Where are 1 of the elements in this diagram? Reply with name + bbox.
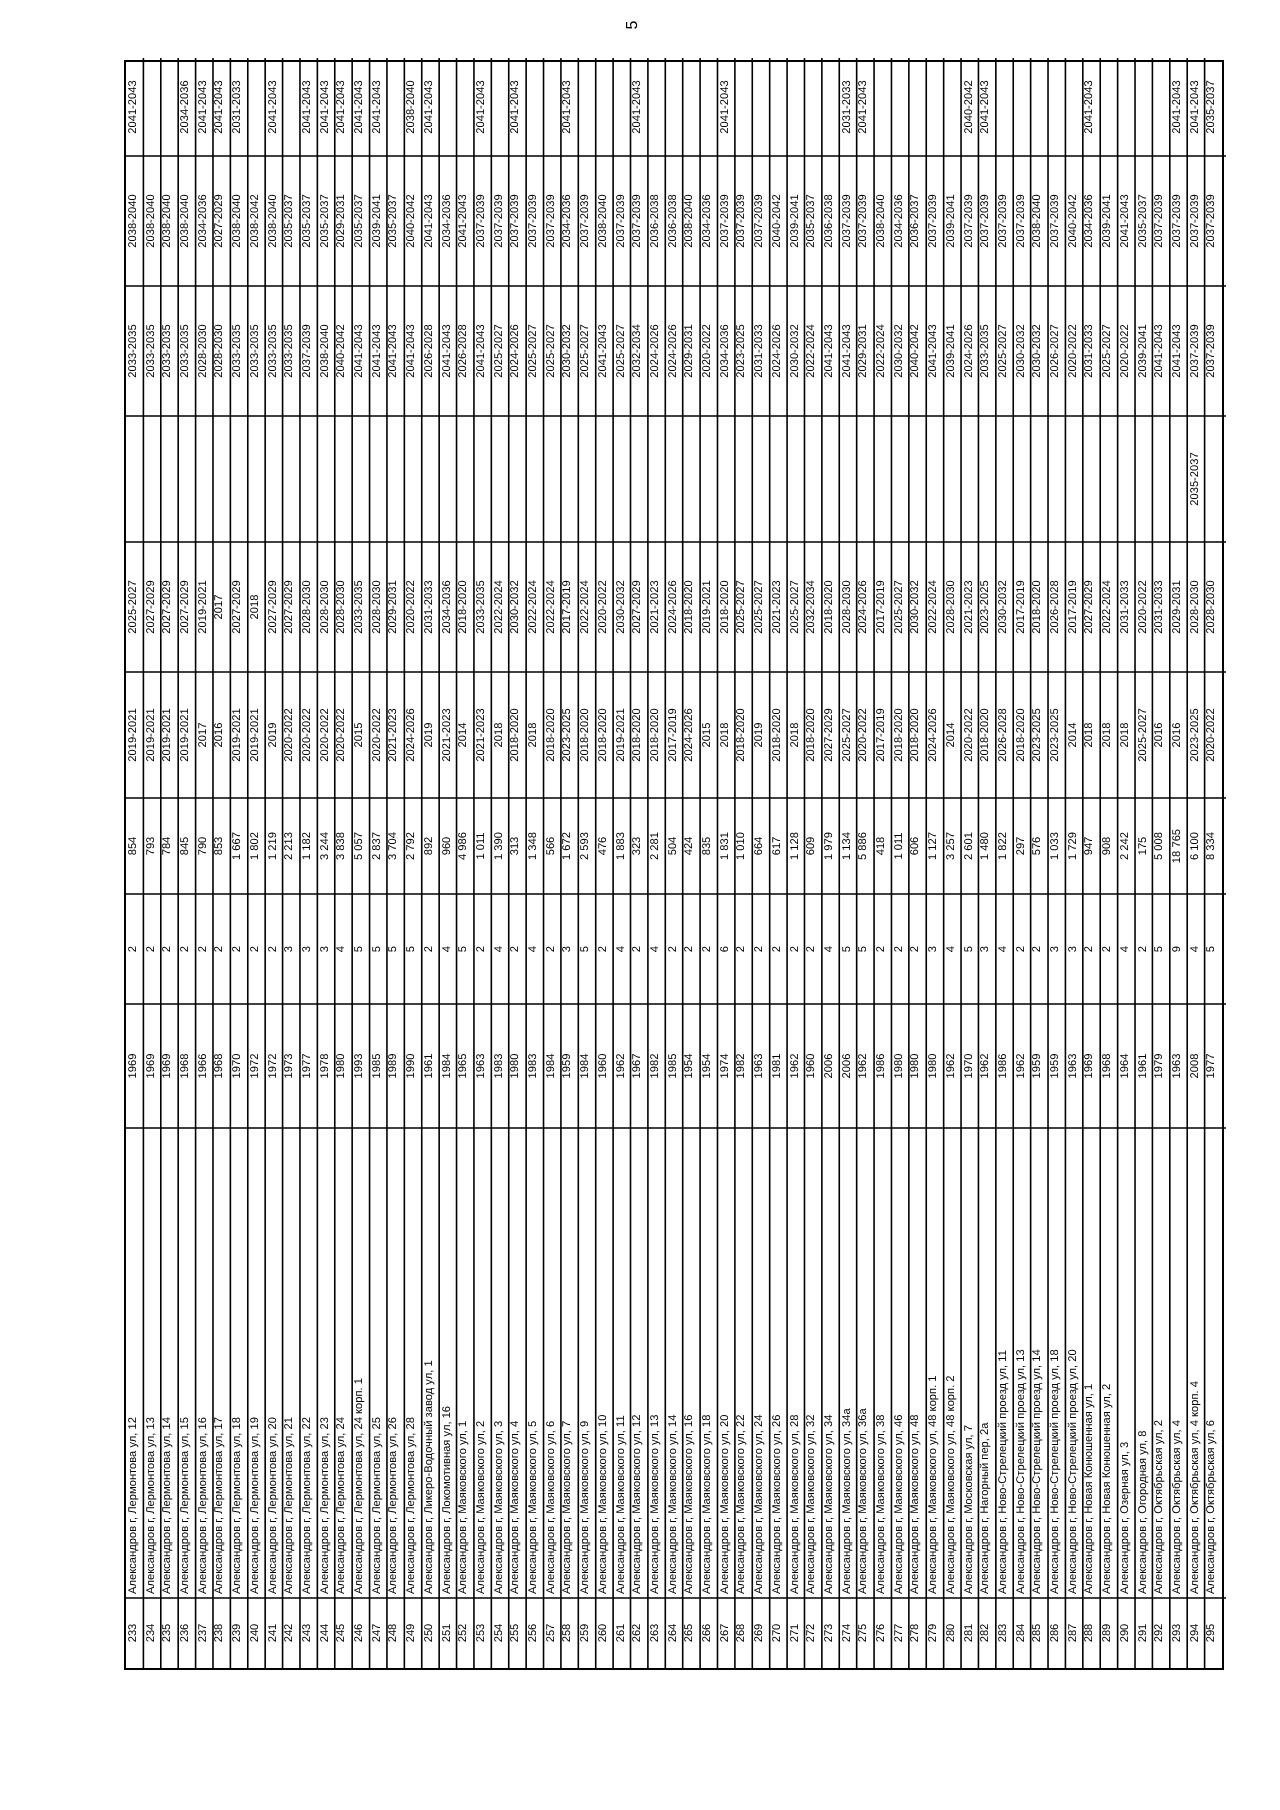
- page-number: 5: [623, 20, 642, 30]
